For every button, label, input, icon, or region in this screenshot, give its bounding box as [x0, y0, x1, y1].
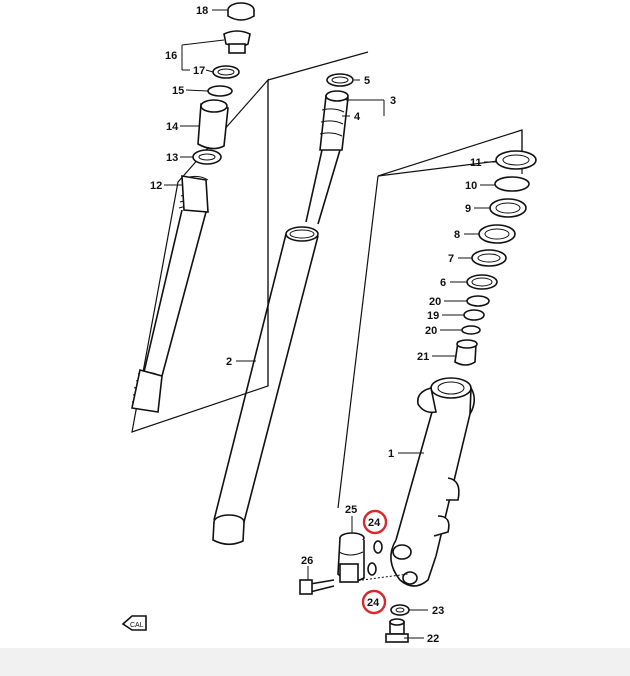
callout-7: 7 [448, 253, 454, 265]
callout-5: 5 [364, 75, 370, 87]
callout-2: 2 [226, 356, 232, 368]
part-10-clip [494, 176, 530, 192]
callout-4: 4 [354, 111, 361, 123]
callout-24-lower: 24 [367, 597, 380, 609]
front-marker-text: CAL [130, 622, 144, 629]
part-20-ring-lower [461, 325, 481, 335]
callout-25: 25 [345, 504, 357, 516]
callout-1: 1 [388, 448, 394, 460]
part-25-damper-seat [337, 532, 365, 583]
callout-6: 6 [440, 277, 446, 289]
footer-band [0, 648, 630, 676]
part-23-washer [390, 604, 410, 616]
part-14-spacer [197, 99, 229, 150]
part-18-cap [227, 2, 255, 21]
callout-20-lower: 20 [425, 325, 437, 337]
callout-24-upper: 24 [368, 517, 381, 529]
callout-8: 8 [454, 229, 460, 241]
callout-22: 22 [427, 633, 439, 645]
part-7-bushing [471, 249, 507, 267]
callout-23: 23 [432, 605, 444, 617]
highlight-circle-24-upper [362, 509, 388, 535]
part-5-ring [326, 73, 354, 87]
part-17-oring [212, 65, 240, 79]
callout-19: 19 [427, 310, 439, 322]
part-9-washer [489, 198, 527, 218]
callout-18: 18 [196, 5, 208, 17]
callout-20-upper: 20 [429, 296, 441, 308]
part-19-ring [463, 309, 485, 321]
part-20-ring-upper [466, 295, 490, 307]
part-26-bolt [299, 579, 335, 595]
part-16-bolt [223, 30, 251, 54]
callout-11: 11 [470, 157, 482, 169]
callout-9: 9 [465, 203, 471, 215]
part-13-seat [192, 149, 222, 165]
part-1-outer-tube [390, 377, 476, 587]
leader-lines [164, 9, 496, 639]
part-11-seal [495, 150, 537, 170]
callout-17: 17 [193, 65, 205, 77]
callout-26: 26 [301, 555, 313, 567]
callout-14: 14 [166, 121, 179, 133]
callout-3: 3 [390, 95, 396, 107]
callout-13: 13 [166, 152, 178, 164]
part-24-washer-upper [373, 540, 383, 554]
part-24-washer-lower [367, 562, 377, 576]
part-22-bolt [385, 618, 409, 643]
highlight-circle-24-lower [361, 589, 387, 615]
part-3-4-damper-rod [305, 90, 349, 225]
callout-10: 10 [465, 180, 477, 192]
callout-16: 16 [165, 50, 177, 62]
callout-12: 12 [150, 180, 162, 192]
callout-21: 21 [417, 351, 429, 363]
part-12-spring [131, 175, 209, 413]
front-direction-marker: CAL [121, 615, 147, 631]
part-8-bushing [478, 224, 516, 244]
part-15-washer [207, 85, 233, 97]
callout-15: 15 [172, 85, 184, 97]
part-21-oil-lock [454, 339, 478, 366]
part-6-ring [466, 274, 498, 290]
part-2-inner-tube [212, 226, 319, 546]
middle-assembly-frame [267, 51, 369, 386]
